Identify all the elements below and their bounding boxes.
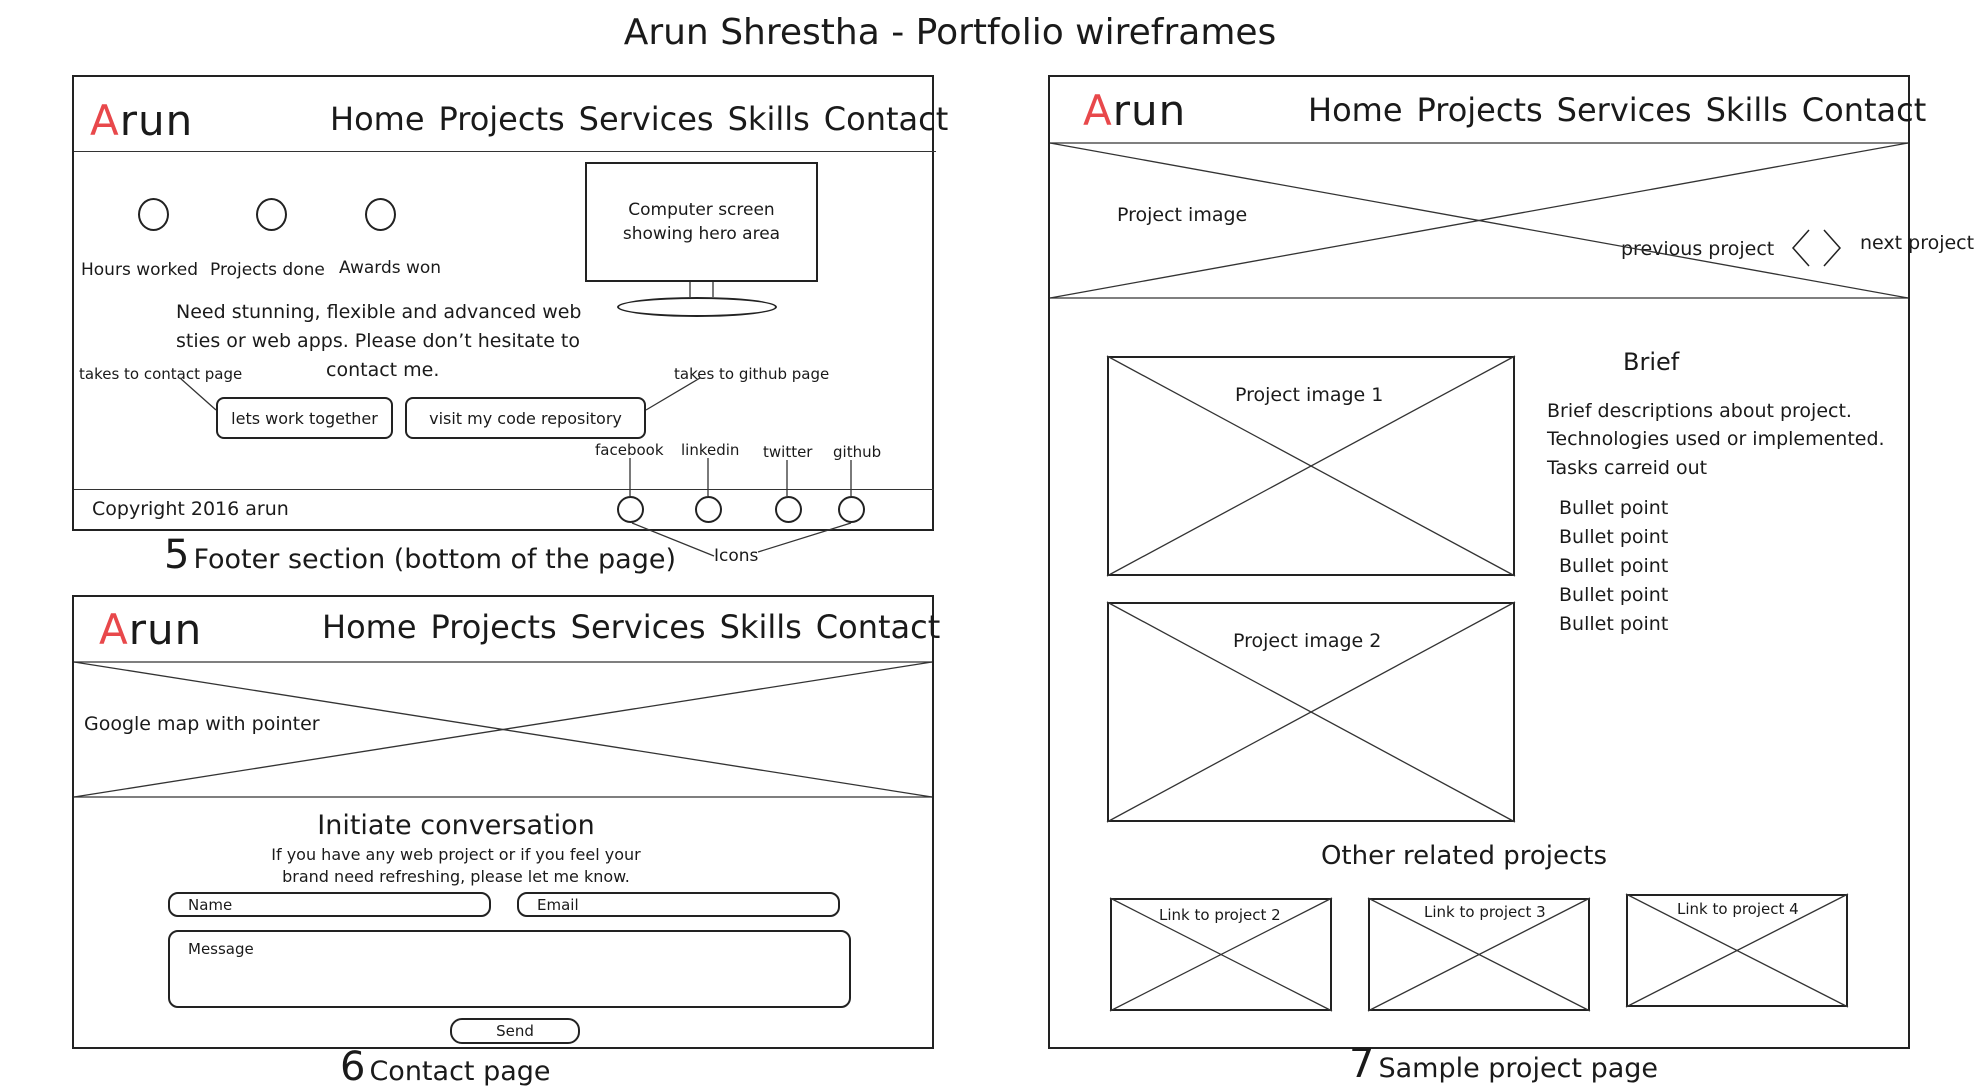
nav-projects[interactable]: Projects (1416, 91, 1543, 129)
stat-circle-projects (256, 198, 287, 231)
tagline-line-3: contact me. (326, 359, 440, 381)
hero-screen-stand (617, 297, 777, 317)
header-divider (74, 151, 936, 152)
nav-contact[interactable]: Contact (823, 100, 949, 138)
nav-home[interactable]: Home (330, 100, 425, 138)
footer-divider (74, 489, 934, 490)
bullet-point-5: Bullet point (1559, 613, 1669, 635)
nav-contact[interactable]: Contact (815, 608, 941, 646)
chevron-right-icon[interactable] (1820, 228, 1844, 268)
email-input[interactable]: Email (517, 892, 840, 917)
stat-label-awards: Awards won (339, 258, 442, 278)
stat-circle-hours (138, 198, 169, 231)
stat-label-hours: Hours worked (81, 260, 198, 280)
brief-line-2: Technologies used or implemented. (1547, 428, 1885, 450)
message-textarea[interactable]: Message (168, 930, 851, 1008)
previous-project-link[interactable]: previous project (1621, 238, 1775, 260)
social-label-twitter: twitter (763, 443, 813, 461)
brief-line-3: Tasks carreid out (1547, 457, 1708, 479)
map-placeholder-label: Google map with pointer (84, 713, 320, 735)
project-image-1-label: Project image 1 (1235, 384, 1384, 406)
note-contact: takes to contact page (79, 365, 243, 383)
next-project-link[interactable]: next project (1860, 232, 1975, 254)
stat-label-projects: Projects done (210, 260, 325, 280)
hero-screen: Computer screen showing hero area (585, 162, 818, 282)
contact-heading: Initiate conversation (317, 810, 595, 841)
bullet-point-3: Bullet point (1559, 555, 1669, 577)
stat-circle-awards (365, 198, 396, 231)
nav-projects[interactable]: Projects (430, 608, 557, 646)
related-link-project-4[interactable]: Link to project 4 (1677, 900, 1799, 918)
brand-logo[interactable]: Arun (1083, 86, 1187, 135)
nav-skills[interactable]: Skills (1705, 91, 1788, 129)
related-link-project-2[interactable]: Link to project 2 (1159, 906, 1281, 924)
related-projects-heading: Other related projects (1320, 841, 1608, 871)
send-button[interactable]: Send (450, 1018, 580, 1044)
nav-services[interactable]: Services (578, 100, 714, 138)
nav-projects[interactable]: Projects (438, 100, 565, 138)
nav-home[interactable]: Home (322, 608, 417, 646)
brand-logo[interactable]: Arun (90, 96, 194, 145)
code-repository-button[interactable]: visit my code repository (405, 397, 646, 439)
nav-services[interactable]: Services (570, 608, 706, 646)
brief-heading: Brief (1623, 348, 1680, 376)
page-title: Arun Shrestha - Portfolio wireframes (623, 12, 1277, 53)
bullet-point-1: Bullet point (1559, 497, 1669, 519)
contact-intro-line-1: If you have any web project or if you fe… (271, 845, 641, 864)
icons-annotation: Icons (714, 546, 759, 566)
nav-menu: Home Projects Services Skills Contact (322, 608, 940, 646)
contact-intro-line-2: brand need refreshing, please let me kno… (282, 867, 630, 886)
related-link-project-3[interactable]: Link to project 3 (1424, 903, 1546, 921)
nav-services[interactable]: Services (1556, 91, 1692, 129)
nav-home[interactable]: Home (1308, 91, 1403, 129)
facebook-icon[interactable] (617, 496, 644, 523)
github-icon[interactable] (838, 496, 865, 523)
social-label-github: github (833, 443, 882, 461)
nav-contact[interactable]: Contact (1801, 91, 1927, 129)
note-github: takes to github page (674, 365, 830, 383)
hero-screen-label: Computer screen showing hero area (622, 200, 781, 244)
name-input[interactable]: Name (168, 892, 491, 917)
copyright-text: Copyright 2016 arun (92, 498, 289, 520)
brief-line-1: Brief descriptions about project. (1547, 400, 1852, 422)
brand-logo[interactable]: Arun (99, 605, 203, 654)
nav-skills[interactable]: Skills (727, 100, 810, 138)
project-image-label: Project image (1117, 204, 1248, 226)
twitter-icon[interactable] (775, 496, 802, 523)
project-image-2-label: Project image 2 (1233, 630, 1382, 652)
social-label-facebook: facebook (595, 441, 664, 459)
nav-skills[interactable]: Skills (719, 608, 802, 646)
social-label-linkedin: linkedin (681, 441, 740, 459)
bullet-point-4: Bullet point (1559, 584, 1669, 606)
bullet-point-2: Bullet point (1559, 526, 1669, 548)
tagline-line-2: sties or web apps. Please don’t hesitate… (176, 330, 581, 352)
lets-work-together-button[interactable]: lets work together (216, 397, 393, 439)
tagline-line-1: Need stunning, flexible and advanced web (176, 301, 582, 323)
chevron-left-icon[interactable] (1789, 228, 1813, 268)
nav-menu: Home Projects Services Skills Contact (330, 100, 948, 138)
nav-menu: Home Projects Services Skills Contact (1308, 91, 1926, 129)
linkedin-icon[interactable] (695, 496, 722, 523)
